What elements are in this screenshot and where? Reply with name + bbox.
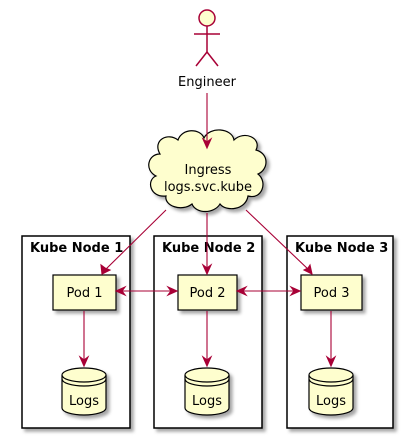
kube-node-1-title: Kube Node 1: [30, 241, 123, 256]
ingress-host: logs.svc.kube: [164, 180, 252, 195]
pod-2: Pod 2: [177, 274, 238, 311]
logs-database-3: Logs: [308, 367, 354, 416]
ingress-cloud: Ingress logs.svc.kube: [148, 129, 267, 213]
arrow-pod-2-pod-3: [235, 285, 302, 297]
database-icon: [184, 367, 230, 416]
arrow-ingress-to-pod-1: [100, 209, 167, 275]
arrow-ingress-to-pod-3: [245, 209, 313, 276]
logs-label-2: Logs: [192, 394, 222, 409]
pod-3-label: Pod 3: [314, 286, 350, 301]
kube-node-2-title: Kube Node 2: [162, 241, 255, 256]
kube-node-3-title: Kube Node 3: [295, 241, 388, 256]
actor-label: Engineer: [178, 75, 237, 90]
pod-2-label: Pod 2: [190, 286, 226, 301]
arrow-ingress-to-pod-2: [201, 213, 213, 276]
logs-label-1: Logs: [69, 394, 99, 409]
engineer-actor: Engineer: [178, 9, 237, 90]
arrow-actor-to-ingress: [201, 93, 213, 150]
pod-1-label: Pod 1: [67, 286, 103, 301]
arrow-pod-1-pod-2: [114, 285, 179, 297]
pod-1: Pod 1: [52, 274, 117, 311]
arrow-pod-1-to-logs: [78, 311, 90, 368]
database-icon: [308, 367, 354, 416]
arrow-pod-2-to-logs: [201, 311, 213, 368]
connectors: [78, 93, 337, 368]
pod-3: Pod 3: [300, 274, 363, 311]
logs-database-2: Logs: [184, 367, 230, 416]
database-icon: [61, 367, 107, 416]
actor-stick-figure-icon: [194, 9, 220, 67]
logs-label-3: Logs: [316, 394, 346, 409]
ingress-title: Ingress: [185, 163, 232, 178]
arrow-pod-3-to-logs: [325, 311, 337, 368]
logs-database-1: Logs: [61, 367, 107, 416]
